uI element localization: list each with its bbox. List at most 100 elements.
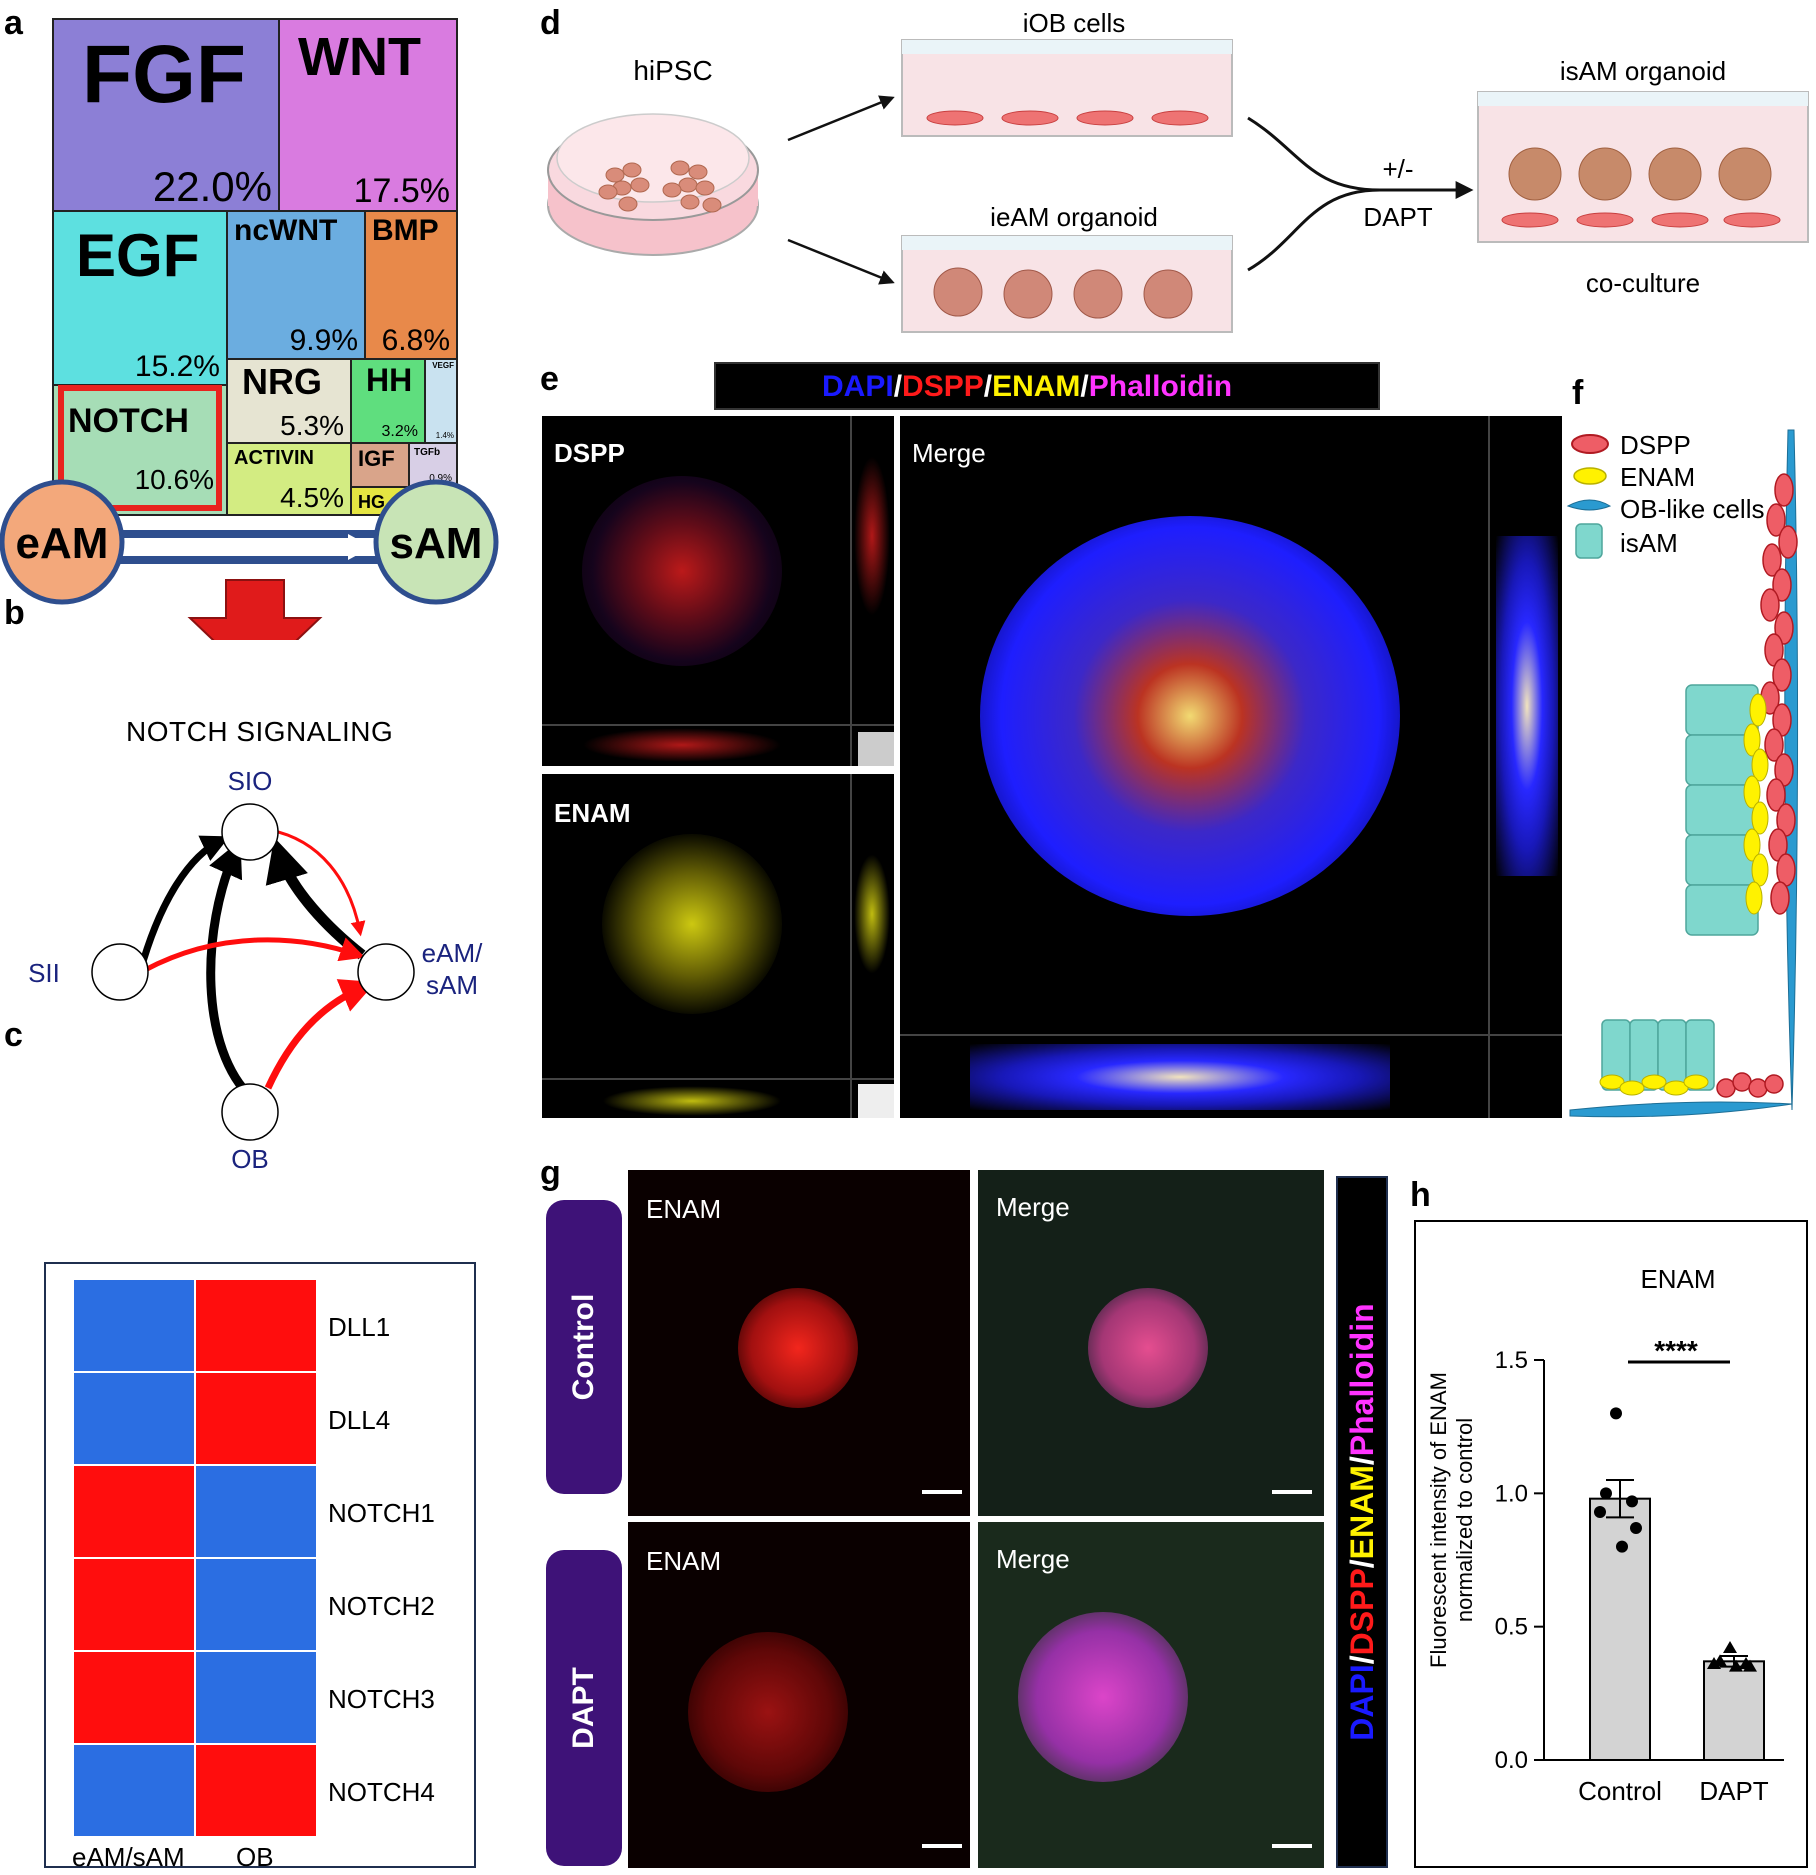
legend-part: ENAM: [1344, 1465, 1380, 1560]
node-ob: [221, 1083, 279, 1141]
down-arrow-icon: [187, 579, 323, 640]
edge-sii-eam: [143, 937, 366, 973]
enam-label: ENAM: [554, 798, 631, 828]
tile-hh: HH 3.2%: [350, 358, 426, 444]
legend-part: /: [983, 370, 993, 403]
enam-label: ENAM: [646, 1194, 722, 1224]
scale-bar: [922, 1844, 962, 1848]
dspp-image: DSPP: [542, 416, 894, 766]
x-tick-label: DAPT: [1699, 1776, 1768, 1806]
panel-g-legend: DAPI/DSPP/ENAM/Phalloidin: [1336, 1176, 1388, 1868]
data-point: [1594, 1506, 1606, 1518]
enam-image: ENAM: [542, 774, 894, 1118]
enam-label: ENAM: [646, 1546, 722, 1576]
enam-signal: [602, 834, 782, 1014]
heatmap-frame: [44, 1262, 476, 1868]
tile-label: HH: [366, 362, 413, 398]
sam-label: sAM: [390, 519, 483, 568]
tile-value: 0.9%: [429, 473, 452, 484]
tile-value: 3.2%: [381, 423, 418, 440]
divider: [850, 416, 852, 766]
hipsc-label: hiPSC: [633, 55, 712, 86]
transition-diagram: eAM sAM: [0, 479, 499, 640]
legend-part: DSPP: [1344, 1568, 1380, 1656]
tile-bmp: BMP 6.8%: [364, 210, 458, 360]
merge-arrow-bottom: [1247, 188, 1381, 272]
tile-label: NOTCH: [68, 402, 189, 440]
treatment-label: DAPT: [1363, 202, 1432, 232]
heatmap-cell: [74, 1280, 194, 1371]
dspp-side-view: [854, 456, 890, 616]
transition-arrowhead: [348, 534, 372, 560]
enam-bottom-view: [602, 1086, 782, 1116]
tile-wnt: WNT 17.5%: [278, 18, 458, 212]
y-tick-label: 0.5: [1495, 1614, 1528, 1641]
tile-label: VEGF: [432, 361, 454, 370]
legend-enam: ENAM: [1620, 462, 1696, 492]
legend-icons: [1566, 434, 1612, 559]
heatmap-cell: [74, 1466, 194, 1557]
data-point: [1723, 1641, 1737, 1653]
channel-legend: DAPI/DSPP/ENAM/Phalloidin: [1344, 1303, 1380, 1740]
tile-value: 4.5%: [280, 482, 344, 513]
panel-label-f: f: [1572, 374, 1584, 412]
legend-part: /: [1344, 1559, 1380, 1569]
data-point: [1743, 1659, 1757, 1672]
y-tick-label: 0.0: [1495, 1747, 1528, 1774]
merge-arrow-top: [1247, 116, 1381, 192]
tile-value: 9.9%: [289, 324, 358, 357]
control-merge-image: Merge: [978, 1170, 1324, 1516]
dapt-enam-image: ENAM: [628, 1522, 970, 1868]
tile-egf: EGF 15.2%: [52, 210, 228, 386]
data-point: [1600, 1487, 1612, 1500]
tile-label: ACTIVIN: [234, 447, 314, 469]
corner-box: [858, 1084, 894, 1118]
tile-label: TGFb: [414, 447, 441, 458]
heatmap-gene-label: DLL4: [328, 1405, 391, 1435]
tile-value: 17.5%: [353, 172, 450, 210]
cell-layer-diagram: [1569, 429, 1799, 1118]
divider: [850, 774, 852, 1118]
organoid-signal: [1018, 1612, 1188, 1782]
panel-label-d: d: [540, 4, 561, 42]
ieam-well: [901, 235, 1233, 333]
node-sii: [91, 943, 149, 1001]
notch-network: SIO SII eAM/ sAM OB: [28, 766, 483, 1174]
bar-control: [1589, 1497, 1651, 1761]
network-title: NOTCH SIGNALING: [126, 716, 394, 747]
hipsc-dish: [547, 113, 759, 256]
legend-part: /: [1344, 1655, 1380, 1665]
y-tick-label: 1.0: [1495, 1480, 1528, 1507]
heatmap-gene-label: NOTCH1: [328, 1498, 435, 1528]
scale-bar: [1272, 1844, 1312, 1848]
y-axis-label: Fluorescent intensity of ENAM normalized…: [1426, 1372, 1477, 1668]
heatmap-gene-label: NOTCH4: [328, 1777, 435, 1807]
data-point: [1707, 1657, 1721, 1669]
legend-dspp: DSPP: [1620, 430, 1691, 460]
tile-label: HG: [358, 492, 385, 512]
data-point: [1729, 1659, 1743, 1672]
node-label-sio: SIO: [228, 766, 273, 796]
arrow-to-ieam: [787, 238, 895, 285]
legend-isam: isAM: [1620, 528, 1678, 558]
node-label-eam: eAM/: [422, 938, 483, 968]
edge-ob-sio: [206, 840, 256, 1102]
panel-h-frame: [1414, 1220, 1808, 1868]
tile-nrg: NRG 5.3%: [226, 358, 352, 444]
iob-well: [901, 39, 1233, 137]
organoid-signal: [1088, 1288, 1208, 1408]
panel-label-a: a: [4, 4, 23, 42]
heatmap-cell: [74, 1559, 194, 1650]
edge-ob-eam: [264, 979, 376, 1090]
ieam-label: ieAM organoid: [990, 202, 1158, 232]
heatmap-cell: [196, 1280, 316, 1371]
data-point: [1610, 1407, 1622, 1420]
corner-box: [858, 732, 894, 766]
tile-fgf: FGF 22.0%: [52, 18, 280, 212]
isam-label: isAM organoid: [1560, 56, 1726, 86]
dspp-row-bottom: [1716, 1072, 1784, 1098]
bar-chart: ENAM Fluorescent intensity of ENAM norma…: [1426, 1264, 1784, 1806]
enam-row-bottom: [1599, 1074, 1709, 1096]
y-axis-label-line: Fluorescent intensity of ENAM: [1426, 1372, 1451, 1668]
coculture-label: co-culture: [1586, 268, 1700, 298]
